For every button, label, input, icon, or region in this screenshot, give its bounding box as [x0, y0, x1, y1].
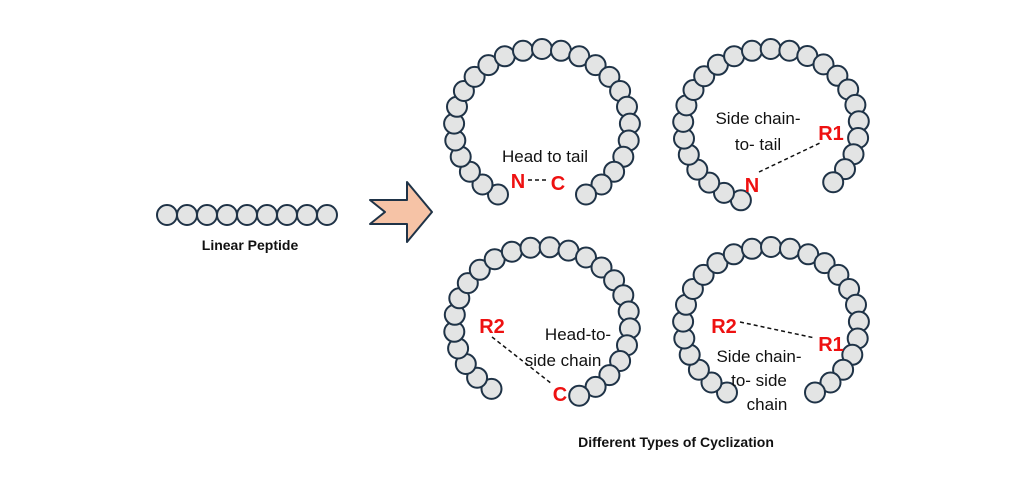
ring2-label-line2: to- tail [735, 135, 781, 154]
ring4-marker-r1: R1 [818, 334, 844, 356]
ring2-link-line [758, 142, 821, 173]
ring-bead [493, 45, 516, 68]
ring3-link-line [491, 336, 553, 385]
ring-bead [804, 381, 826, 404]
ring-bead [819, 371, 842, 394]
ring3-marker-r2: R2 [479, 316, 505, 338]
ring3-label-line2: side chain [525, 351, 602, 370]
ring3-beads [443, 236, 641, 407]
ring-bead [779, 237, 801, 260]
ring3-marker-c: C [553, 384, 567, 406]
ring1-marker-n: N [511, 171, 525, 193]
ring-bead [822, 171, 845, 194]
ring-bead [575, 183, 597, 206]
cyclization-caption: Different Types of Cyclization [578, 434, 774, 450]
ring-bead [741, 237, 763, 260]
ring1-marker-c: C [551, 173, 565, 195]
ring4-link-line [739, 321, 816, 339]
ring-bead [722, 243, 745, 266]
linear-peptide-chain [156, 204, 338, 226]
ring-bead [468, 258, 491, 281]
ring-bead [584, 54, 607, 77]
ring2-label-line1: Side chain- [715, 109, 800, 128]
ring3-label-line1: Head-to- [545, 325, 611, 344]
ring2-marker-n: N [745, 175, 759, 197]
ring-side-chain-to-tail: Side chain- to- tail R1 N [672, 38, 870, 212]
ring-bead [723, 45, 746, 68]
ring-bead [487, 183, 509, 206]
ring4-label-line1: Side chain- [716, 347, 801, 366]
ring-bead [500, 240, 523, 263]
ring1-beads [443, 38, 641, 206]
ring-bead [598, 364, 621, 387]
ring4-marker-r2: R2 [711, 316, 737, 338]
ring-bead [590, 173, 613, 196]
ring-side-chain-to-side-chain: R2 R1 Side chain- to- side chain [672, 236, 870, 414]
ring-bead [716, 381, 738, 404]
ring-head-to-tail: Head to tail N C [443, 38, 641, 206]
ring2-beads [672, 38, 870, 212]
ring-bead [692, 263, 715, 286]
ring-bead [463, 65, 486, 88]
ring4-label-line2: to- side [731, 371, 787, 390]
ring-bead [512, 39, 534, 62]
ring1-label-line1: Head to tail [502, 147, 588, 166]
ring4-beads [672, 236, 870, 404]
ring-bead [480, 377, 503, 400]
block-arrow-icon [369, 181, 433, 243]
ring-bead [550, 39, 572, 62]
ring2-marker-r1: R1 [818, 123, 844, 145]
ring-head-to-side-chain: Head-to- side chain R2 C [443, 236, 641, 407]
ring-bead [778, 39, 801, 62]
ring-bead [575, 246, 597, 269]
ring-bead [538, 236, 561, 259]
ring-bead [741, 39, 763, 62]
ring-bead [759, 38, 782, 60]
ring-bead [760, 236, 782, 258]
ring-bead [713, 181, 735, 204]
ring-bead [531, 38, 553, 60]
linear-peptide-caption: Linear Peptide [202, 237, 299, 253]
ring-bead [568, 384, 591, 407]
ring-bead [813, 252, 836, 275]
ring-bead [519, 236, 542, 259]
ring4-label-line3: chain [747, 395, 788, 414]
